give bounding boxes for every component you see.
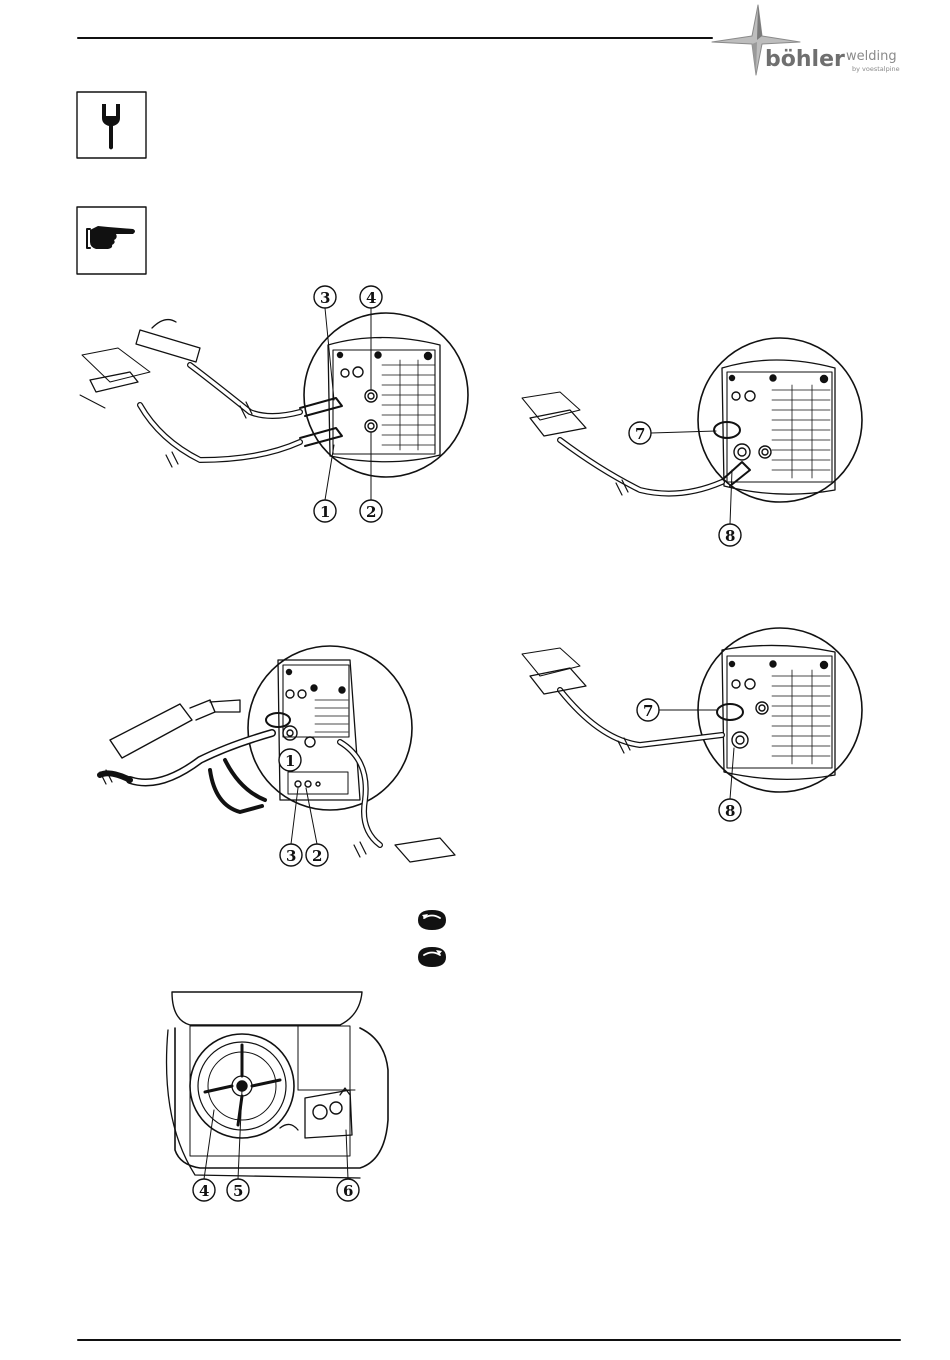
figure-2: [522, 338, 862, 502]
svg-text:3: 3: [320, 289, 330, 307]
svg-text:2: 2: [366, 503, 376, 521]
pointing-hand-icon: [87, 226, 135, 249]
svg-text:2: 2: [312, 847, 322, 865]
figure-5-callouts: 4 5 6: [193, 1090, 359, 1201]
note-symbol-box: [77, 207, 146, 274]
brand-suffix: welding: [846, 49, 897, 64]
svg-text:7: 7: [643, 702, 653, 720]
svg-text:1: 1: [320, 503, 330, 521]
brand-name: böhler: [765, 47, 845, 72]
figure-3: [100, 646, 455, 862]
svg-text:1: 1: [285, 752, 295, 770]
svg-text:8: 8: [725, 802, 735, 820]
spool-rotate-left-icon: [418, 910, 446, 930]
spool-rotate-right-icon: [418, 947, 446, 967]
figure-1: [80, 313, 468, 477]
svg-text:7: 7: [635, 425, 645, 443]
figure-3-callouts: 1 3 2: [279, 749, 328, 866]
figure-4-callouts: 7 8: [637, 699, 741, 821]
wrench-icon: [102, 104, 120, 150]
svg-text:5: 5: [233, 1182, 243, 1200]
brand-sub: by voestalpine: [852, 65, 900, 73]
svg-text:8: 8: [725, 527, 735, 545]
svg-text:6: 6: [343, 1182, 353, 1200]
figure-1-callouts: 3 4 1 2: [314, 286, 382, 522]
svg-text:4: 4: [199, 1182, 209, 1200]
svg-text:3: 3: [286, 847, 296, 865]
tool-symbol-box: [77, 92, 146, 158]
svg-text:4: 4: [366, 289, 376, 307]
figure-5: [167, 992, 388, 1178]
